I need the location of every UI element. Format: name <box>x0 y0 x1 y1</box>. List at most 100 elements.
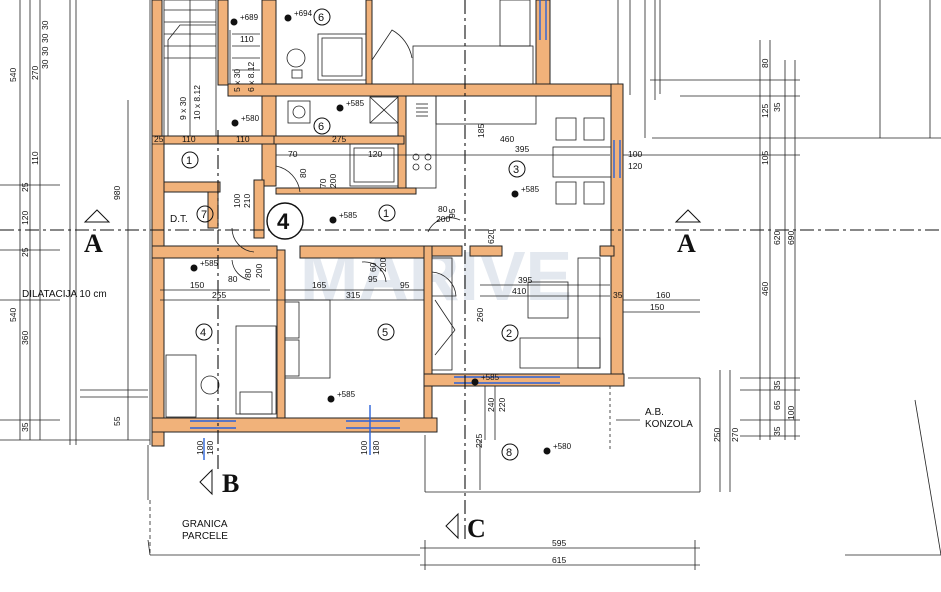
notes: DILATACIJA 10 cm GRANICA PARCELE A.B. KO… <box>22 214 693 542</box>
svg-text:1: 1 <box>383 208 389 220</box>
dim: 220 <box>497 398 507 412</box>
svg-text:+585: +585 <box>200 259 219 268</box>
dim: 30 <box>40 59 50 69</box>
dim: 180 <box>205 441 215 455</box>
dim: 60 <box>368 262 378 272</box>
dim: 110 <box>236 134 250 144</box>
konzola-label-2: KONZOLA <box>645 419 693 430</box>
dim: 125 <box>760 104 770 118</box>
dim: 395 <box>515 144 529 154</box>
stair <box>163 0 260 137</box>
dim: 225 <box>474 434 484 448</box>
dimension-numbers-left: 540 270 30 30 30 30 110 25 120 25 980 54… <box>8 20 122 432</box>
dim: 200 <box>378 258 388 272</box>
level-mark: +585 <box>190 259 219 272</box>
room-number-2: 2 <box>501 324 519 342</box>
level-mark: +580 <box>543 442 572 455</box>
dim: 620 <box>486 230 496 244</box>
dim: 70 <box>288 149 298 159</box>
dim: 150 <box>190 280 204 290</box>
dim: 100 <box>195 441 205 455</box>
dim: 210 <box>242 194 252 208</box>
level-mark: +585 <box>511 185 540 198</box>
dim: 275 <box>332 134 346 144</box>
room-number-3: 3 <box>508 160 526 178</box>
svg-text:5: 5 <box>382 327 388 339</box>
dim: 35 <box>613 290 623 300</box>
dim: 150 <box>650 302 664 312</box>
dim: 200 <box>436 214 450 224</box>
level-mark: +580 <box>231 114 260 127</box>
fixtures <box>165 0 612 418</box>
dim: 100 <box>359 441 369 455</box>
dim: 25 <box>20 247 30 257</box>
dim: 690 <box>786 231 796 245</box>
dim: 110 <box>240 34 254 44</box>
dim: 240 <box>486 398 496 412</box>
svg-text:4: 4 <box>277 209 290 234</box>
dim: 270 <box>730 428 740 442</box>
dimension-numbers-bottom: 595 615 100 180 100 180 240 220 225 <box>195 398 566 565</box>
dim: 35 <box>772 380 782 390</box>
dim: 30 <box>40 33 50 43</box>
dim: 30 <box>40 20 50 30</box>
dim: 185 <box>476 124 486 138</box>
dim: 270 <box>30 66 40 80</box>
room-numbers: 1 6 6 3 1 7 4 5 2 8 <box>181 8 526 461</box>
level-mark: +585 <box>327 390 356 403</box>
level-marks: +689 +694 +585 +580 +585 +585 +585 +585 … <box>190 9 572 455</box>
konzola-label-1: A.B. <box>645 407 664 418</box>
dim: 595 <box>552 538 566 548</box>
dim: 110 <box>182 134 196 144</box>
dim: 250 <box>712 428 722 442</box>
svg-text:8: 8 <box>506 447 512 459</box>
parcel-label-1: GRANICA <box>182 519 228 530</box>
dim: 105 <box>760 151 770 165</box>
dim: 120 <box>628 161 642 171</box>
svg-text:6: 6 <box>318 121 324 133</box>
doors <box>231 29 461 356</box>
level-mark: +689 <box>230 13 259 26</box>
svg-text:+689: +689 <box>240 13 259 22</box>
dim: 260 <box>475 308 485 322</box>
svg-text:+585: +585 <box>339 211 358 220</box>
dim: 30 <box>40 46 50 56</box>
room-number-7: 7 <box>196 205 214 223</box>
svg-text:+585: +585 <box>521 185 540 194</box>
dt-label: D.T. <box>170 214 188 225</box>
svg-text:+585: +585 <box>346 99 365 108</box>
room-number-1-stair: 1 <box>181 151 199 169</box>
dim: 120 <box>20 211 30 225</box>
svg-text:C: C <box>467 514 486 543</box>
level-mark: +694 <box>284 9 313 22</box>
dim: 410 <box>512 286 526 296</box>
dim: 160 <box>656 290 670 300</box>
dimension-lines <box>0 0 800 570</box>
dim: 35 <box>772 426 782 436</box>
svg-text:+694: +694 <box>294 9 313 18</box>
dim: 315 <box>346 290 360 300</box>
walls <box>151 0 625 447</box>
dim: 95 <box>447 208 457 218</box>
svg-text:+585: +585 <box>337 390 356 399</box>
svg-text:+585: +585 <box>481 373 500 382</box>
dim: 80 <box>760 58 770 68</box>
dim: 100 <box>628 149 642 159</box>
room-number-6: 6 <box>313 117 331 135</box>
svg-text:+580: +580 <box>241 114 260 123</box>
dim: 395 <box>518 275 532 285</box>
dim: 80 <box>228 274 238 284</box>
dilatation-label: DILATACIJA 10 cm <box>22 289 107 300</box>
dim: 55 <box>112 416 122 426</box>
dim: 200 <box>254 264 264 278</box>
room-number-5: 5 <box>377 323 395 341</box>
dim: 360 <box>20 331 30 345</box>
svg-text:4: 4 <box>200 327 206 339</box>
dim: 180 <box>371 441 381 455</box>
dim: 980 <box>112 186 122 200</box>
svg-text:1: 1 <box>186 155 192 167</box>
dim: 25 <box>154 134 164 144</box>
section-marker-a-right: A <box>674 209 702 258</box>
dimension-numbers-right: 80 125 35 105 620 690 460 35 65 100 35 2… <box>712 58 796 442</box>
